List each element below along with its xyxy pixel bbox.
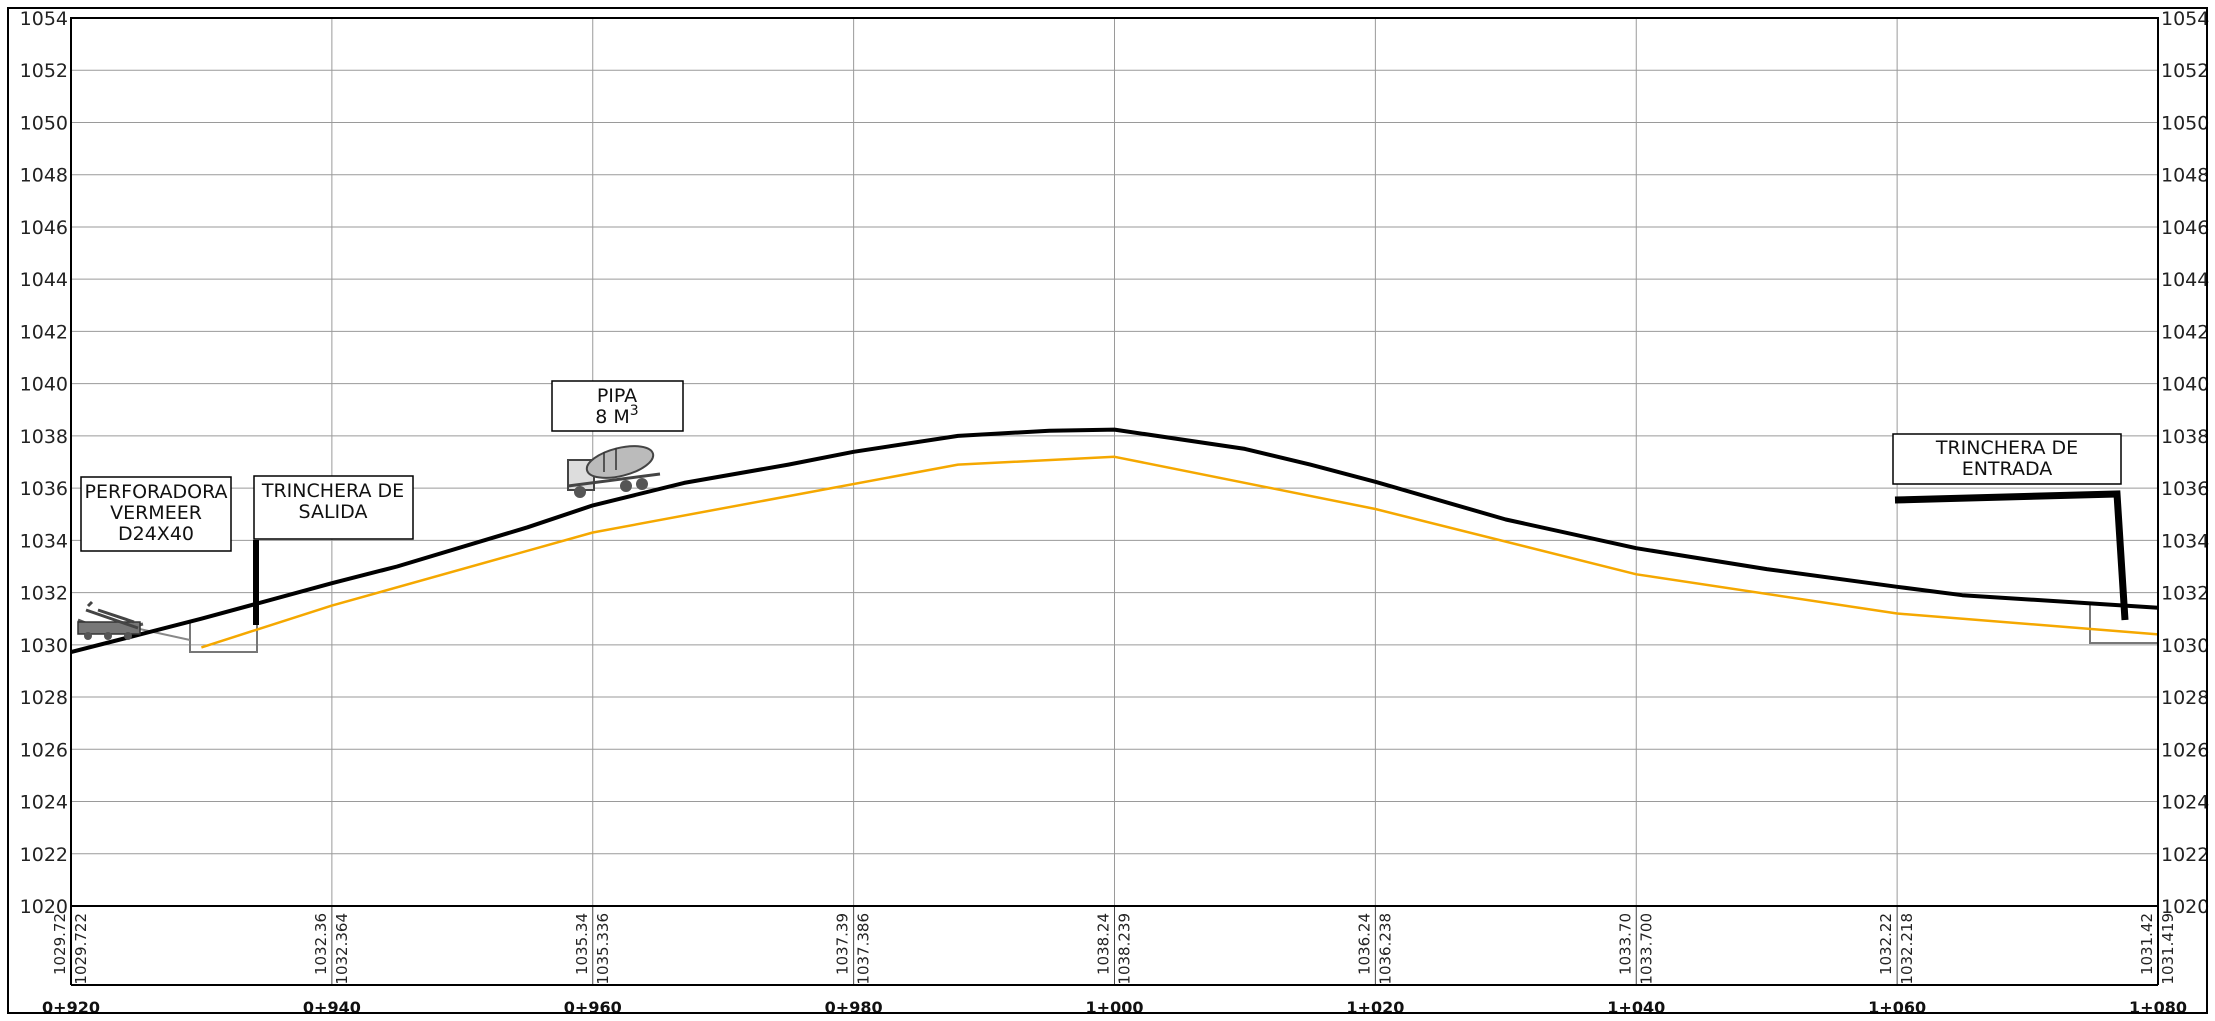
annotation-pipa: PIPA 8 M3 bbox=[551, 380, 684, 432]
annotation-trinchera-salida: TRINCHERA DE SALIDA bbox=[253, 475, 414, 540]
y-tick-label-left: 1034 bbox=[20, 530, 68, 552]
y-tick-label-right: 1040 bbox=[2161, 374, 2209, 396]
y-tick-label-left: 1052 bbox=[20, 60, 68, 82]
y-tick-label-right: 1048 bbox=[2161, 165, 2209, 187]
station-label: 0+940 bbox=[303, 998, 361, 1017]
y-tick-label-right: 1020 bbox=[2161, 896, 2209, 918]
y-tick-label-left: 1038 bbox=[20, 426, 68, 448]
elevation-value-terrain: 1032.22 bbox=[1877, 913, 1895, 975]
elevation-value-terrain: 1029.72 bbox=[51, 913, 69, 975]
y-tick-label-right: 1038 bbox=[2161, 426, 2209, 448]
station-label: 0+960 bbox=[564, 998, 622, 1017]
y-tick-label-right: 1026 bbox=[2161, 739, 2209, 761]
station-label: 0+920 bbox=[42, 998, 100, 1017]
y-tick-label-right: 1036 bbox=[2161, 478, 2209, 500]
elevation-value-design: 1031.419 bbox=[2159, 913, 2177, 985]
series bbox=[70, 427, 2159, 655]
y-tick-label-left: 1042 bbox=[20, 321, 68, 343]
y-tick-label-left: 1046 bbox=[20, 217, 68, 239]
annotation-text: 8 M3 bbox=[595, 403, 638, 428]
y-tick-label-left: 1026 bbox=[20, 739, 68, 761]
y-tick-label-right: 1032 bbox=[2161, 583, 2209, 605]
y-tick-label-right: 1034 bbox=[2161, 530, 2209, 552]
y-tick-label-right: 1050 bbox=[2161, 112, 2209, 134]
annotation-text: PERFORADORA bbox=[85, 481, 228, 503]
y-tick-label-right: 1052 bbox=[2161, 60, 2209, 82]
y-tick-label-right: 1028 bbox=[2161, 687, 2209, 709]
series-line-terrain bbox=[70, 427, 2159, 655]
elevation-value-terrain: 1036.24 bbox=[1355, 913, 1373, 975]
station-label: 1+020 bbox=[1346, 998, 1404, 1017]
elevation-value-design: 1033.700 bbox=[1637, 913, 1655, 985]
elevation-value-terrain: 1031.42 bbox=[2138, 913, 2156, 975]
y-tick-label-right: 1022 bbox=[2161, 844, 2209, 866]
elevation-value-design: 1029.722 bbox=[72, 913, 90, 985]
water-truck-icon bbox=[567, 445, 661, 498]
drill-rod bbox=[134, 627, 191, 641]
y-tick-label-left: 1028 bbox=[20, 687, 68, 709]
y-tick-label-right: 1054 bbox=[2161, 8, 2209, 30]
y-tick-label-left: 1024 bbox=[20, 792, 68, 814]
y-tick-label-left: 1022 bbox=[20, 844, 68, 866]
equipment-icons bbox=[77, 445, 661, 640]
elevation-value-terrain: 1032.36 bbox=[312, 913, 330, 975]
elevation-value-terrain: 1035.34 bbox=[573, 913, 591, 975]
elevation-value-terrain: 1033.70 bbox=[1616, 913, 1634, 975]
elevation-value-design: 1035.336 bbox=[594, 913, 612, 985]
elevation-value-design: 1032.364 bbox=[333, 913, 351, 985]
y-tick-label-left: 1040 bbox=[20, 374, 68, 396]
station-label: 1+000 bbox=[1086, 998, 1144, 1017]
elevation-value-design: 1036.238 bbox=[1376, 913, 1394, 985]
y-tick-label-right: 1046 bbox=[2161, 217, 2209, 239]
station-label: 1+080 bbox=[2129, 998, 2187, 1017]
station-label: 1+040 bbox=[1607, 998, 1665, 1017]
annotation-perforadora: PERFORADORA VERMEER D24X40 bbox=[80, 476, 232, 552]
annotation-text: D24X40 bbox=[118, 523, 194, 545]
elevation-value-terrain: 1037.39 bbox=[834, 913, 852, 975]
y-tick-label-right: 1030 bbox=[2161, 635, 2209, 657]
entry-trench-marker bbox=[1894, 490, 2129, 621]
y-tick-label-left: 1032 bbox=[20, 583, 68, 605]
frame bbox=[7, 7, 2208, 1014]
y-tick-label-left: 1020 bbox=[20, 896, 68, 918]
y-tick-label-left: 1030 bbox=[20, 635, 68, 657]
y-tick-label-right: 1024 bbox=[2161, 792, 2209, 814]
plot-frame bbox=[70, 17, 2159, 907]
annotation-text: SALIDA bbox=[299, 501, 368, 523]
annotation-text: TRINCHERA DE bbox=[261, 480, 404, 502]
y-tick-label-right: 1044 bbox=[2161, 269, 2209, 291]
elevation-value-design: 1032.218 bbox=[1898, 913, 1916, 985]
elevation-value-terrain: 1038.24 bbox=[1095, 913, 1113, 975]
annotation-trinchera-entrada: TRINCHERA DE ENTRADA bbox=[1892, 433, 2122, 485]
y-tick-label-left: 1050 bbox=[20, 112, 68, 134]
drill-rig-icon bbox=[77, 600, 144, 640]
annotation-text: PIPA bbox=[597, 385, 637, 407]
station-label: 1+060 bbox=[1868, 998, 1926, 1017]
elevation-value-design: 1038.239 bbox=[1116, 913, 1134, 985]
annotation-text: ENTRADA bbox=[1962, 458, 2053, 480]
y-tick-label-left: 1044 bbox=[20, 269, 68, 291]
y-tick-label-left: 1036 bbox=[20, 478, 68, 500]
exit-pit bbox=[189, 622, 258, 653]
annotations: PERFORADORA VERMEER D24X40 TRINCHERA DE … bbox=[80, 380, 2122, 552]
y-tick-label-left: 1054 bbox=[20, 8, 68, 30]
elevation-value-design: 1037.386 bbox=[855, 913, 873, 985]
series-line-design bbox=[201, 455, 2159, 649]
annotation-text: VERMEER bbox=[110, 502, 202, 524]
outer-border bbox=[7, 7, 2208, 1014]
annotation-text: TRINCHERA DE bbox=[1935, 437, 2078, 459]
y-tick-label-left: 1048 bbox=[20, 165, 68, 187]
trench-markers bbox=[253, 490, 2129, 625]
y-tick-label-right: 1042 bbox=[2161, 321, 2209, 343]
station-label: 0+980 bbox=[825, 998, 883, 1017]
y-tick-labels: 1020 1020 1022 1022 1024 1024 1026 1026 1028 1028… bbox=[20, 8, 2210, 918]
